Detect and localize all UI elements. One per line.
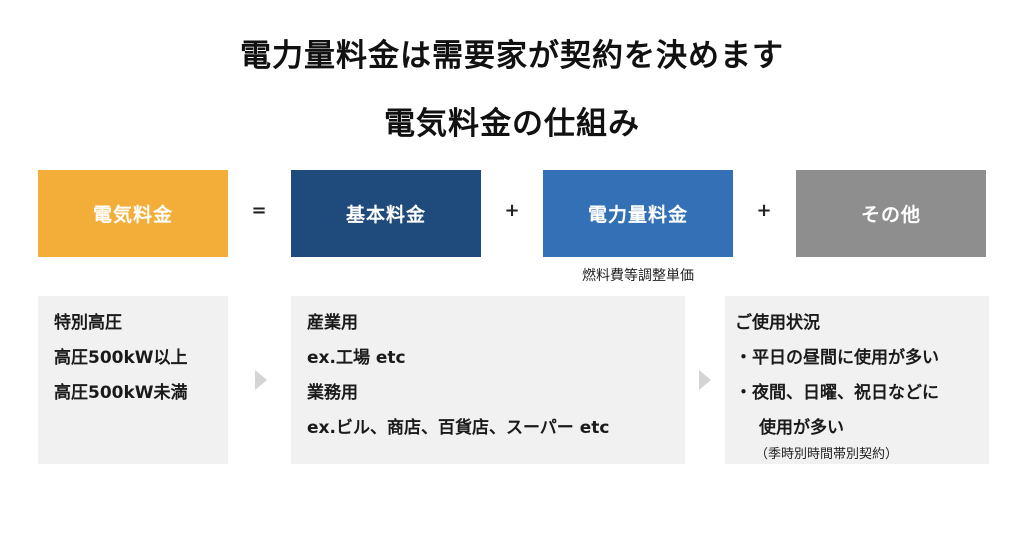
panel-conditions: ご使用状況 ・平日の昼間に使用が多い ・夜間、日曜、祝日などに 使用が多い （季… (725, 296, 989, 464)
usage-line: 産業用 (307, 313, 358, 333)
conditions-footnote: （季時別時間帯別契約） (755, 447, 899, 462)
panel-usage: 産業用 ex.工場 etc 業務用 ex.ビル、商店、百貨店、スーパー etc (291, 296, 685, 464)
usage-line: 業務用 (307, 383, 358, 403)
conditions-heading: ご使用状況 (735, 313, 820, 333)
voltage-line: 高圧500kW未満 (54, 383, 188, 403)
box-electricity-charge: 電気料金 (38, 170, 228, 257)
conditions-bullet: ・平日の昼間に使用が多い (735, 348, 939, 368)
voltage-line: 特別高圧 (54, 313, 122, 333)
conditions-continuation: 使用が多い (759, 418, 844, 438)
arrow-right-icon (255, 370, 267, 390)
panel-voltage: 特別高圧 高圧500kW以上 高圧500kW未満 (38, 296, 228, 464)
page-title: 電力量料金は需要家が契約を決めます (240, 38, 784, 74)
usage-line: ex.工場 etc (307, 348, 406, 368)
plus-operator-1: + (504, 200, 520, 221)
box-energy-charge: 電力量料金 (543, 170, 733, 257)
usage-line: ex.ビル、商店、百貨店、スーパー etc (307, 418, 610, 438)
page-subtitle: 電気料金の仕組み (384, 106, 640, 142)
plus-operator-2: + (756, 200, 772, 221)
box-other: その他 (796, 170, 986, 257)
fuel-adjustment-note: 燃料費等調整単価 (582, 268, 694, 284)
arrow-right-icon (699, 370, 711, 390)
box-basic-charge: 基本料金 (291, 170, 481, 257)
equals-operator: = (251, 200, 267, 221)
voltage-line: 高圧500kW以上 (54, 348, 188, 368)
conditions-bullet: ・夜間、日曜、祝日などに (735, 383, 939, 403)
